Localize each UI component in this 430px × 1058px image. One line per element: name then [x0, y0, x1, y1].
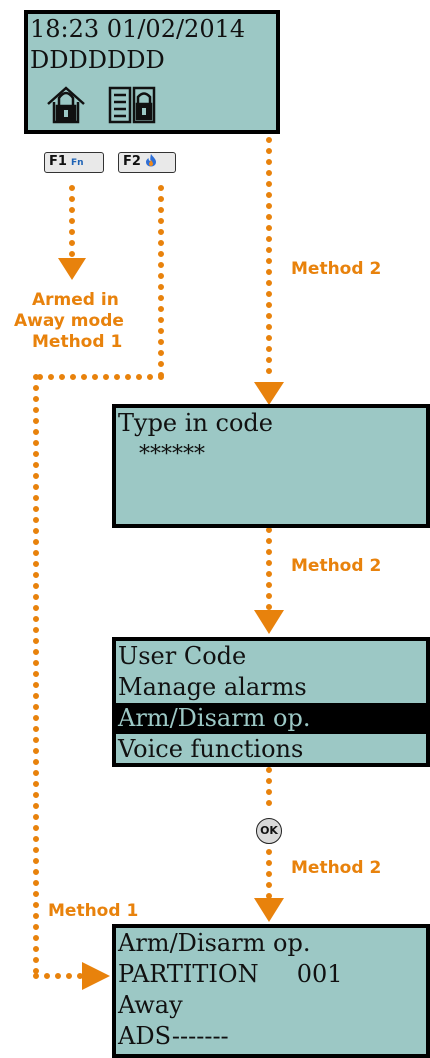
label-method1: Method 1: [48, 901, 139, 921]
code-prompt-line: Type in code: [118, 409, 273, 437]
flame-icon: [145, 154, 156, 167]
list-padlock-icon: [108, 86, 156, 124]
f2-key[interactable]: F2: [118, 152, 176, 173]
padlock-house-icon: [47, 86, 85, 124]
ok-button[interactable]: OK: [256, 818, 282, 844]
mode-line: Away: [118, 991, 183, 1019]
lcd-screen-main-menu: User Code Manage alarms Arm/Disarm op. V…: [112, 637, 430, 767]
f2-key-label: F2: [123, 154, 141, 169]
label-method2-top: Method 2: [291, 259, 382, 279]
status-line: DDDDDDD: [30, 46, 165, 74]
menu-item-arm-disarm[interactable]: Arm/Disarm op.: [116, 703, 426, 734]
label-method2-bottom: Method 2: [291, 858, 382, 878]
arrowhead-f1: [58, 258, 86, 280]
arrowhead-screen2: [254, 382, 284, 405]
f1-key-label: F1: [49, 154, 67, 169]
menu-item-voice-functions[interactable]: Voice functions: [118, 735, 304, 763]
label-method2-middle: Method 2: [291, 556, 382, 576]
lcd-screen-code-entry: Type in code ******: [112, 404, 430, 528]
icon-row: [44, 82, 164, 126]
arrowhead-screen4-left: [82, 962, 110, 990]
f1-key-sublabel: Fn: [70, 158, 84, 168]
zones-line: ADS-------: [118, 1022, 229, 1050]
menu-item-user-code[interactable]: User Code: [118, 642, 247, 670]
code-mask-line: ******: [118, 442, 205, 467]
lcd-screen-arm-disarm: Arm/Disarm op. PARTITION 001 Away ADS---…: [112, 924, 430, 1058]
lcd-screen-idle: 18:23 01/02/2014 DDDDDDD: [24, 10, 280, 134]
partition-line: PARTITION 001: [118, 960, 343, 988]
arrowhead-screen4-top: [254, 898, 284, 922]
arrowhead-screen3: [254, 610, 284, 634]
label-armed-line2: Away mode: [14, 311, 124, 331]
menu-item-manage-alarms[interactable]: Manage alarms: [118, 673, 307, 701]
arm-disarm-title-line: Arm/Disarm op.: [118, 929, 311, 957]
label-armed-line1: Armed in: [32, 290, 119, 310]
datetime-line: 18:23 01/02/2014: [30, 15, 246, 43]
label-armed-line3: Method 1: [32, 332, 123, 352]
